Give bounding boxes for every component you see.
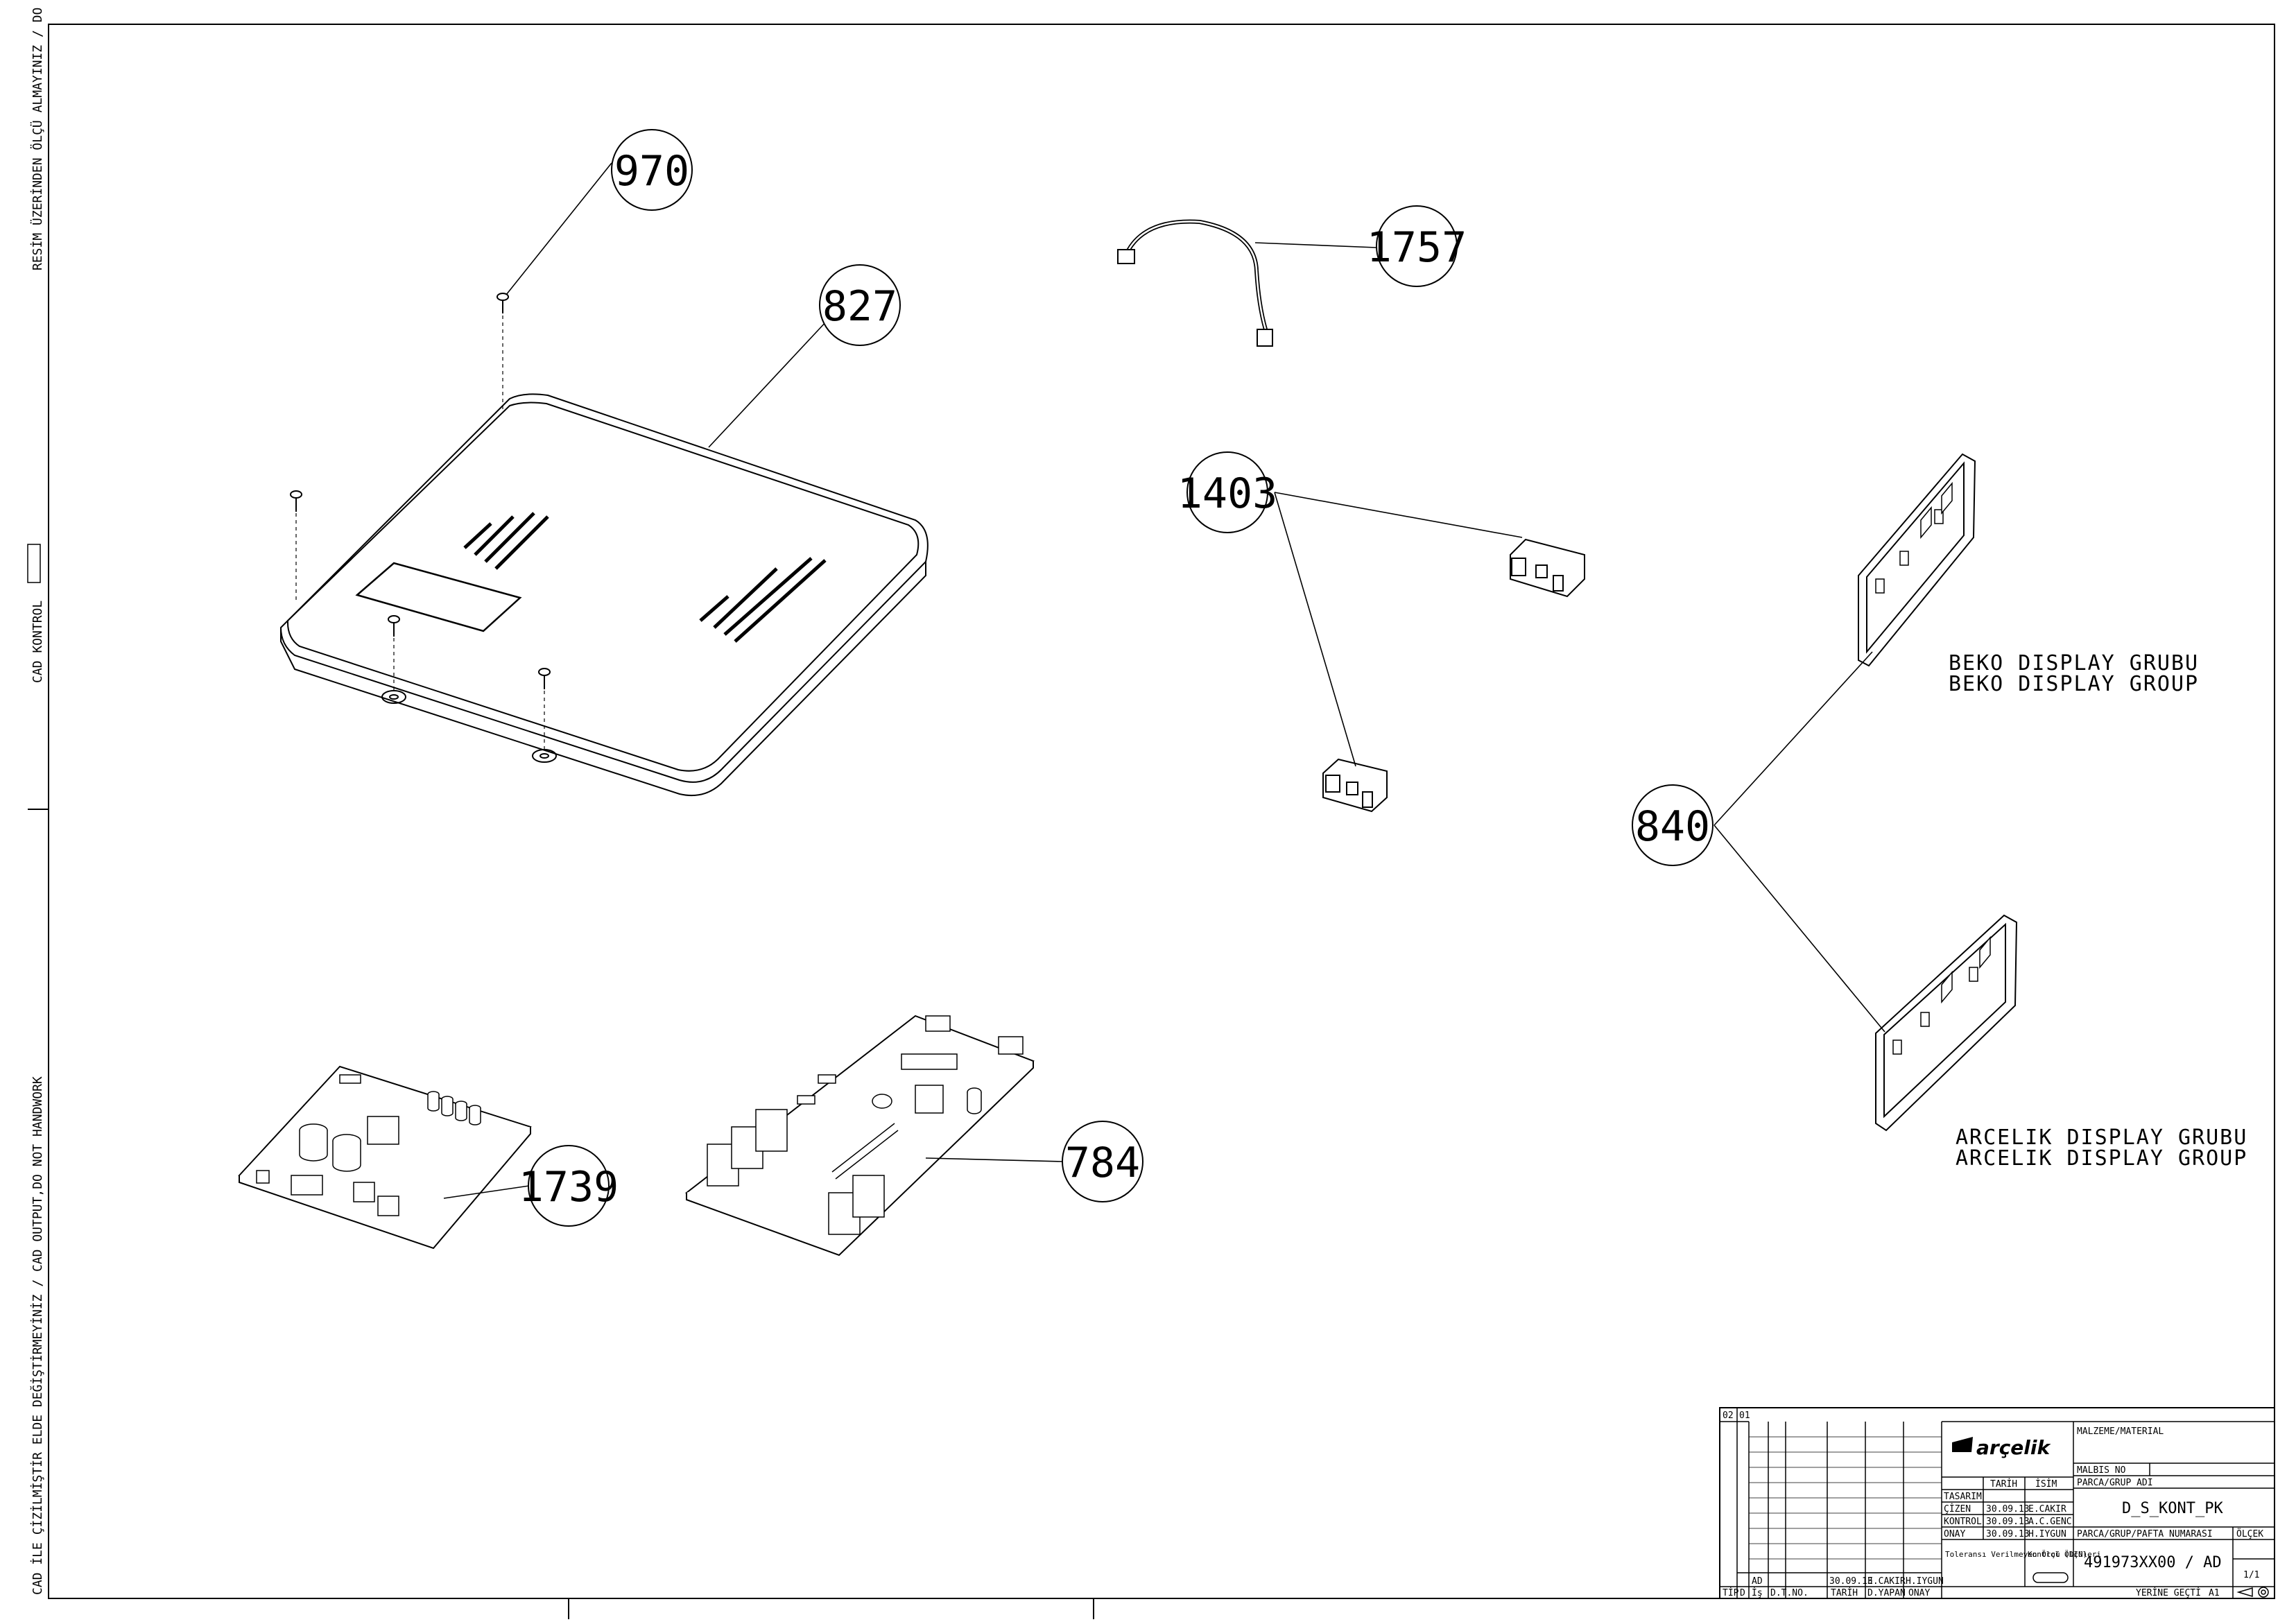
balloon-1403-text: 1403 <box>1177 469 1278 518</box>
side-note-cad-output: CAD İLE ÇİZİLMİŞTİR ELDE DEĞİŞTİRMEYİNİZ… <box>30 1076 45 1595</box>
balloon-840-text: 840 <box>1635 802 1710 851</box>
svg-text:ÇİZEN: ÇİZEN <box>1944 1503 1971 1515</box>
svg-text:E.CAKIR: E.CAKIR <box>2028 1504 2066 1515</box>
svg-text:TARİH: TARİH <box>1831 1587 1858 1598</box>
title-block-text: 02 01 arçelik MALZEME/MATERIAL MALBIS NO… <box>1723 1410 2263 1598</box>
svg-text:İSİM: İSİM <box>2035 1478 2057 1490</box>
part-number: 491973XX00 / AD <box>2084 1554 2222 1571</box>
svg-text:Kontrol Ölçüleri: Kontrol Ölçüleri <box>2028 1550 2101 1559</box>
svg-text:PARCA/GRUP ADI: PARCA/GRUP ADI <box>2077 1478 2153 1488</box>
panel-warning-text-1 <box>463 512 549 570</box>
svg-text:ONAY: ONAY <box>1944 1529 1965 1539</box>
side-note-do-not-scale: RESİM ÜZERİNDEN ÖLÇÜ ALMAYINIZ / DO NOT … <box>30 0 45 270</box>
svg-text:MALZEME/MATERIAL: MALZEME/MATERIAL <box>2077 1426 2164 1437</box>
svg-text:H.IYGUN: H.IYGUN <box>1906 1576 1944 1587</box>
side-note-cad-control: CAD KONTROL <box>31 601 45 683</box>
arcelik-logo: arçelik <box>1976 1436 2051 1459</box>
svg-text:MALBIS NO: MALBIS NO <box>2077 1465 2126 1476</box>
svg-text:30.09.13: 30.09.13 <box>1986 1517 2030 1527</box>
svg-text:ÖLÇEK: ÖLÇEK <box>2236 1528 2263 1539</box>
svg-text:30.09.13: 30.09.13 <box>1986 1529 2030 1539</box>
arcelik-logo-mark <box>1952 1437 1973 1452</box>
connector-lower <box>1322 758 1388 813</box>
balloon-1739-text: 1739 <box>519 1163 619 1211</box>
balloon-1757-text: 1757 <box>1367 223 1467 272</box>
part-1757-cable-harness <box>1117 219 1273 347</box>
part-1403-connectors <box>1322 538 1585 813</box>
arcelik-group-label-en: ARCELIK DISPLAY GROUP <box>1956 1146 2247 1171</box>
part-1739-power-pcb <box>238 1065 532 1250</box>
balloon-1757: 1757 <box>1367 205 1467 287</box>
balloon-827: 827 <box>819 264 901 346</box>
screw-3 <box>388 615 400 637</box>
svg-text:ONAY: ONAY <box>1908 1588 1930 1598</box>
cad-control-box <box>27 544 41 583</box>
balloon-784: 784 <box>1062 1121 1143 1202</box>
svg-text:PARCA/GRUP/PAFTA NUMARASI: PARCA/GRUP/PAFTA NUMARASI <box>2077 1529 2213 1539</box>
panel-warning-text-2 <box>699 557 827 643</box>
svg-text:D.YAPAN: D.YAPAN <box>1867 1588 1906 1598</box>
part-970-screws <box>290 293 551 689</box>
svg-text:1/1: 1/1 <box>2243 1570 2259 1580</box>
screw-4 <box>538 668 551 689</box>
beko-group-label-tr: BEKO DISPLAY GRUBU <box>1949 651 2199 675</box>
svg-text:A.C.GENC: A.C.GENC <box>2028 1517 2072 1527</box>
svg-text:02: 02 <box>1723 1410 1734 1421</box>
svg-text:TARİH: TARİH <box>1990 1478 2017 1490</box>
balloon-1403: 1403 <box>1177 451 1278 533</box>
svg-text:AD: AD <box>1752 1576 1763 1587</box>
title-block <box>1719 1407 2275 1599</box>
svg-text:A1: A1 <box>2209 1588 2220 1598</box>
balloon-784-text: 784 <box>1065 1139 1140 1187</box>
balloon-840: 840 <box>1632 784 1714 866</box>
connector-upper <box>1510 538 1585 598</box>
svg-text:30.09.13: 30.09.13 <box>1829 1576 1873 1587</box>
leader-lines <box>443 162 1885 1199</box>
balloon-1739: 1739 <box>519 1145 619 1227</box>
drawing-frame <box>48 24 2275 1599</box>
part-name: D_S_KONT_PK <box>2122 1500 2223 1517</box>
svg-text:KONTROL: KONTROL <box>1944 1517 1982 1527</box>
balloon-970: 970 <box>611 129 693 211</box>
svg-text:TASARIM: TASARIM <box>1944 1492 1982 1502</box>
part-840-arcelik-display <box>1875 914 2018 1132</box>
projection-symbol-icon <box>2236 1587 2269 1598</box>
svg-text:E.CAKIR: E.CAKIR <box>1867 1576 1906 1587</box>
balloon-970-text: 970 <box>614 147 689 196</box>
svg-text:D.T.NO.: D.T.NO. <box>1770 1588 1809 1598</box>
part-840-beko-display <box>1858 453 1976 667</box>
svg-text:İş: İş <box>1752 1587 1763 1598</box>
screw-center-lines <box>295 316 545 749</box>
svg-text:YERİNE GEÇTİ: YERİNE GEÇTİ <box>2136 1587 2201 1598</box>
part-784-main-pcb <box>684 1015 1035 1257</box>
svg-text:D: D <box>1740 1588 1745 1598</box>
beko-group-label-en: BEKO DISPLAY GROUP <box>1949 672 2199 696</box>
svg-text:01: 01 <box>1739 1410 1750 1421</box>
svg-text:30.09.13: 30.09.13 <box>1986 1504 2030 1515</box>
svg-text:Toleransı Verilmeyen Ölçü (DIN: Toleransı Verilmeyen Ölçü (DIN) <box>1945 1550 2087 1559</box>
arcelik-group-label-tr: ARCELIK DISPLAY GRUBU <box>1956 1125 2247 1150</box>
balloon-827-text: 827 <box>822 282 897 331</box>
svg-text:H.IYGUN: H.IYGUN <box>2028 1529 2066 1539</box>
screw-1 <box>497 293 509 313</box>
screw-2 <box>290 490 302 512</box>
svg-text:TİP: TİP <box>1723 1587 1739 1598</box>
part-827-cover-panel <box>279 393 929 797</box>
